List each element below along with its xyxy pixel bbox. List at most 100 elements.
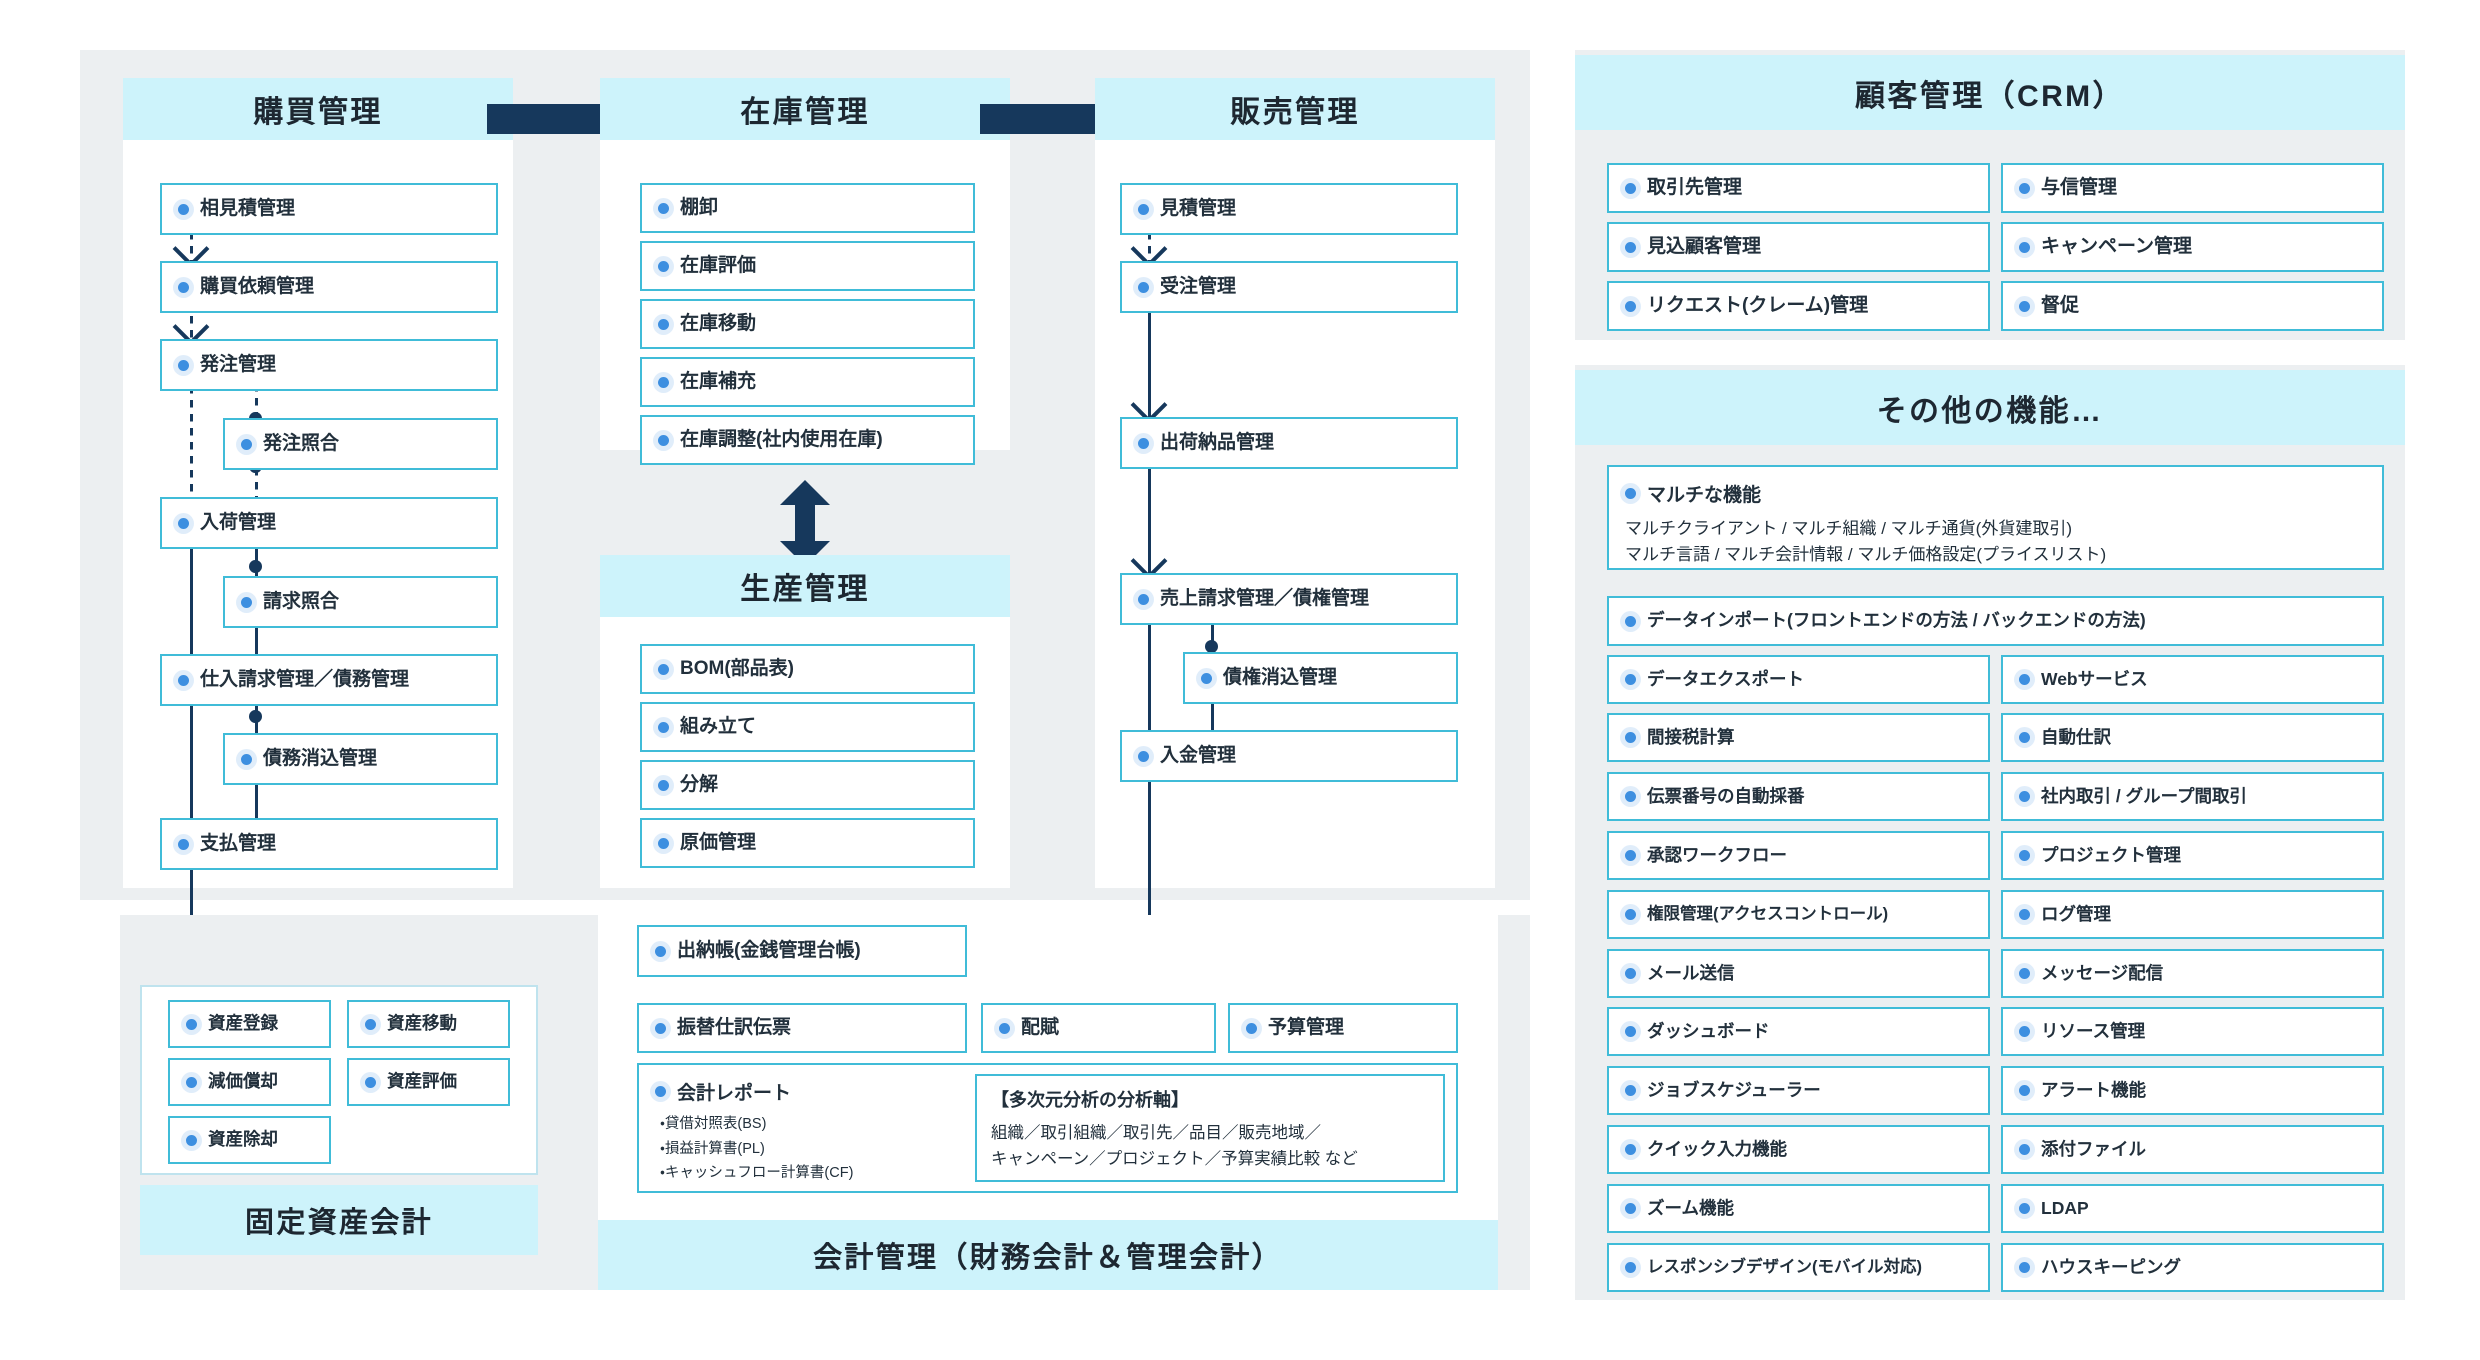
item-label: アラート機能 bbox=[2041, 1079, 2146, 1100]
fixed-assets-item[interactable]: 資産登録 bbox=[168, 1000, 331, 1048]
sales-item[interactable]: 入金管理 bbox=[1120, 730, 1458, 782]
bullet-dot bbox=[241, 438, 252, 450]
sales-item[interactable]: 受注管理 bbox=[1120, 261, 1458, 313]
crm-title: 顧客管理（CRM） bbox=[1575, 55, 2405, 130]
bullet-dot bbox=[1625, 909, 1636, 920]
others-item-left[interactable]: ジョブスケジューラー bbox=[1607, 1066, 1990, 1115]
others-item-left[interactable]: 間接税計算 bbox=[1607, 713, 1990, 762]
fixed-assets-item[interactable]: 資産評価 bbox=[347, 1058, 510, 1106]
item-label: 与信管理 bbox=[2041, 176, 2118, 198]
others-item-left[interactable]: 権限管理(アクセスコントロール) bbox=[1607, 890, 1990, 939]
purchasing-item[interactable]: 相見積管理 bbox=[160, 183, 498, 235]
bullet-dot bbox=[1625, 674, 1636, 685]
purchasing-item[interactable]: 仕入請求管理／債務管理 bbox=[160, 654, 498, 706]
fixed-assets-item[interactable]: 減価償却 bbox=[168, 1058, 331, 1106]
accounting-item[interactable]: 配賦 bbox=[981, 1003, 1216, 1053]
inventory-item[interactable]: 在庫評価 bbox=[640, 241, 975, 291]
others-item-left[interactable]: ズーム機能 bbox=[1607, 1184, 1990, 1233]
others-item-right[interactable]: メッセージ配信 bbox=[2001, 949, 2384, 998]
accounting-cashbook-item[interactable]: 出納帳(金銭管理台帳) bbox=[637, 925, 967, 977]
inventory-item[interactable]: 在庫移動 bbox=[640, 299, 975, 349]
inventory-item[interactable]: 棚卸 bbox=[640, 183, 975, 233]
others-item-right[interactable]: 自動仕訳 bbox=[2001, 713, 2384, 762]
item-label: 請求照合 bbox=[263, 590, 340, 612]
crm-item[interactable]: 督促 bbox=[2001, 281, 2384, 331]
others-item-right[interactable]: ハウスキーピング bbox=[2001, 1243, 2384, 1292]
production-item[interactable]: 分解 bbox=[640, 760, 975, 810]
bullet-dot bbox=[658, 663, 669, 675]
others-item-right[interactable]: プロジェクト管理 bbox=[2001, 831, 2384, 880]
others-item-left[interactable]: レスポンシブデザイン(モバイル対応) bbox=[1607, 1243, 1990, 1292]
others-item-right[interactable]: LDAP bbox=[2001, 1184, 2384, 1233]
item-label: マルチな機能 bbox=[1647, 485, 1762, 506]
sales-item[interactable]: 出荷納品管理 bbox=[1120, 417, 1458, 469]
sales-item[interactable]: 売上請求管理／債権管理 bbox=[1120, 573, 1458, 625]
others-item-right[interactable]: 社内取引 / グループ間取引 bbox=[2001, 772, 2384, 821]
bullet-dot bbox=[1138, 750, 1149, 762]
item-label: 相見積管理 bbox=[200, 197, 296, 219]
others-item-right[interactable]: アラート機能 bbox=[2001, 1066, 2384, 1115]
purchasing-item[interactable]: 発注管理 bbox=[160, 339, 498, 391]
bullet-dot bbox=[178, 203, 189, 215]
bullet-dot bbox=[365, 1018, 376, 1030]
connector-dashed-sales bbox=[1148, 218, 1151, 262]
others-data-import-item[interactable]: データインポート(フロントエンドの方法 / バックエンドの方法) bbox=[1607, 596, 2384, 646]
item-label: レスポンシブデザイン(モバイル対応) bbox=[1647, 1258, 1922, 1277]
item-label: 出納帳(金銭管理台帳) bbox=[677, 939, 861, 961]
connector-node bbox=[249, 560, 262, 573]
purchasing-subitem[interactable]: 発注照合 bbox=[223, 418, 498, 470]
others-multi-block[interactable]: マルチな機能 マルチクライアント / マルチ組織 / マルチ通貨(外貨建取引) … bbox=[1607, 465, 2384, 570]
others-item-left[interactable]: ダッシュボード bbox=[1607, 1007, 1990, 1056]
item-label: 資産登録 bbox=[208, 1013, 278, 1034]
item-label: 在庫補充 bbox=[680, 370, 757, 392]
others-item-left[interactable]: メール送信 bbox=[1607, 949, 1990, 998]
crm-item[interactable]: 見込顧客管理 bbox=[1607, 222, 1990, 272]
sales-item[interactable]: 見積管理 bbox=[1120, 183, 1458, 235]
others-item-right[interactable]: ログ管理 bbox=[2001, 890, 2384, 939]
fixed-assets-item[interactable]: 資産移動 bbox=[347, 1000, 510, 1048]
item-label: 入金管理 bbox=[1160, 744, 1237, 766]
bullet-dot bbox=[2019, 1262, 2030, 1273]
item-label: 自動仕訳 bbox=[2041, 726, 2111, 747]
fixed-assets-item[interactable]: 資産除却 bbox=[168, 1116, 331, 1164]
bullet-dot bbox=[1625, 488, 1636, 499]
bullet-dot bbox=[1625, 850, 1636, 861]
crm-item[interactable]: リクエスト(クレーム)管理 bbox=[1607, 281, 1990, 331]
crm-item[interactable]: キャンペーン管理 bbox=[2001, 222, 2384, 272]
bullet-dot bbox=[1201, 672, 1212, 684]
purchasing-item[interactable]: 購買依頼管理 bbox=[160, 261, 498, 313]
production-item[interactable]: 組み立て bbox=[640, 702, 975, 752]
item-label: リクエスト(クレーム)管理 bbox=[1647, 294, 1869, 316]
purchasing-item[interactable]: 入荷管理 bbox=[160, 497, 498, 549]
note-line: ・損益計算書(PL) bbox=[660, 1140, 765, 1157]
others-title: その他の機能… bbox=[1575, 370, 2405, 445]
fixed-assets-title: 固定資産会計 bbox=[140, 1185, 538, 1255]
purchasing-item[interactable]: 支払管理 bbox=[160, 818, 498, 870]
bullet-dot bbox=[2019, 1085, 2030, 1096]
production-item[interactable]: 原価管理 bbox=[640, 818, 975, 868]
others-item-left[interactable]: 伝票番号の自動採番 bbox=[1607, 772, 1990, 821]
others-item-left[interactable]: 承認ワークフロー bbox=[1607, 831, 1990, 880]
production-item[interactable]: BOM(部品表) bbox=[640, 644, 975, 694]
accounting-item[interactable]: 振替仕訳伝票 bbox=[637, 1003, 967, 1053]
others-item-right[interactable]: 添付ファイル bbox=[2001, 1125, 2384, 1174]
item-label: Webサービス bbox=[2041, 668, 2148, 689]
purchasing-subitem[interactable]: 請求照合 bbox=[223, 576, 498, 628]
others-item-right[interactable]: Webサービス bbox=[2001, 655, 2384, 704]
item-label: 会計レポート bbox=[677, 1083, 792, 1104]
connector-sales-vertical-3 bbox=[1148, 608, 1151, 740]
crm-item[interactable]: 取引先管理 bbox=[1607, 163, 1990, 213]
purchasing-subitem[interactable]: 債務消込管理 bbox=[223, 733, 498, 785]
inventory-item[interactable]: 在庫補充 bbox=[640, 357, 975, 407]
bullet-dot bbox=[658, 202, 669, 214]
bullet-dot bbox=[2019, 732, 2030, 743]
others-item-left[interactable]: クイック入力機能 bbox=[1607, 1125, 1990, 1174]
inventory-item[interactable]: 在庫調整(社内使用在庫) bbox=[640, 415, 975, 465]
bullet-dot bbox=[1625, 1203, 1636, 1214]
accounting-item[interactable]: 予算管理 bbox=[1228, 1003, 1458, 1053]
others-item-left[interactable]: データエクスポート bbox=[1607, 655, 1990, 704]
crm-item[interactable]: 与信管理 bbox=[2001, 163, 2384, 213]
item-label: 見込顧客管理 bbox=[1647, 235, 1762, 257]
others-item-right[interactable]: リソース管理 bbox=[2001, 1007, 2384, 1056]
sales-subitem[interactable]: 債権消込管理 bbox=[1183, 652, 1458, 704]
